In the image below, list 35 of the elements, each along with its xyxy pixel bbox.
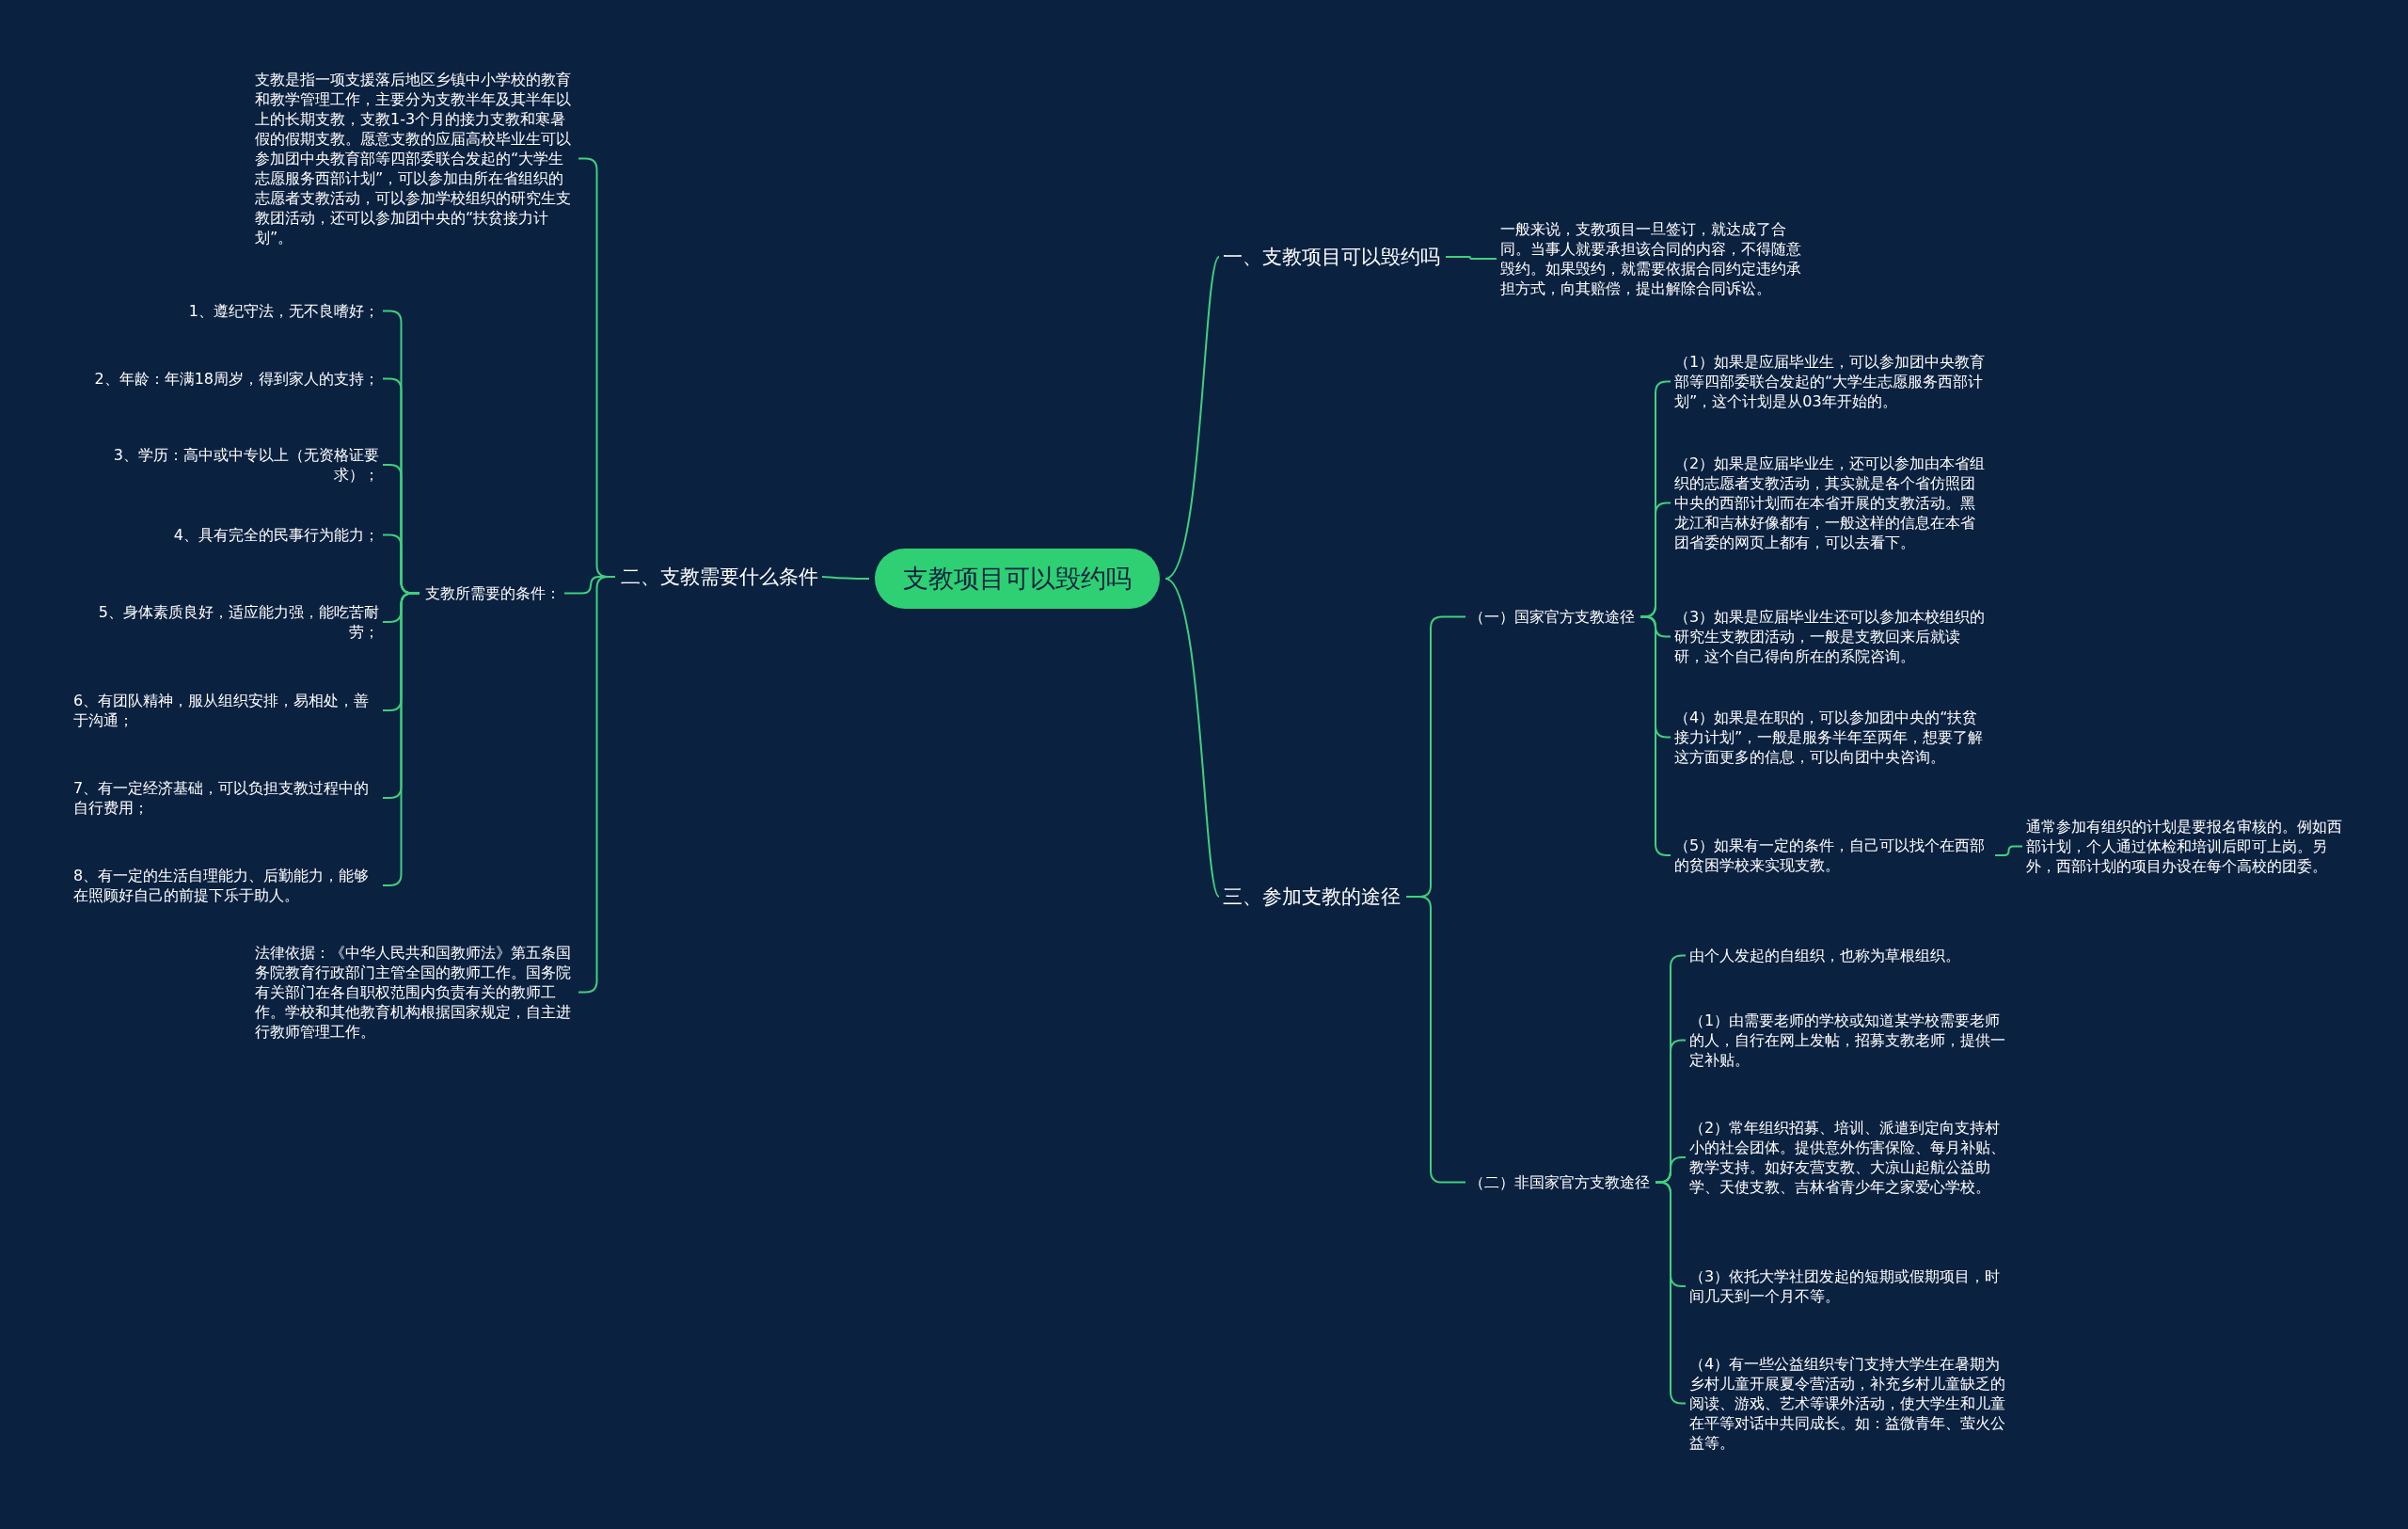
connector-line — [821, 576, 870, 580]
branch-topic: 二、支教需要什么条件 — [621, 564, 818, 590]
list-item: 由个人发起的自组织，也称为草根组织。 — [1689, 946, 2009, 965]
list-item: （5）如果有一定的条件，自己可以找个在西部的贫困学校来实现支教。 — [1674, 836, 1989, 875]
list-item: 2、年龄：年满18周岁，得到家人的支持； — [73, 369, 379, 389]
list-item: 7、有一定经济基础，可以负担支教过程中的自行费用； — [73, 778, 379, 818]
list-item: （2）常年组织招募、培训、派遣到定向支持村小的社会团体。提供意外伤害保险、每月补贴、教学支持。如好友营支教、大凉山起航公益助学、天使支教、吉林省青少年之家爱心学校。 — [1689, 1118, 2009, 1197]
list-item: （4）如果是在职的，可以参加团中央的“扶贫接力计划”，一般是服务半年至两年，想要了解这方面更多的信息，可以向团中央咨询。 — [1674, 708, 1989, 767]
connector-line — [1445, 256, 1497, 260]
connector-line — [1994, 845, 2023, 856]
list-item: （3）如果是应届毕业生还可以参加本校组织的研究生支教团活动，一般是支教回来后就读研，这个自己得向所在的系院咨询。 — [1674, 607, 1989, 666]
note-text: 法律依据：《中华人民共和国教师法》第五条国务院教育行政部门主管全国的教师工作。国务院有关部门在各自职权范围内负责有关的教师工作。学校和其他教育机构根据国家规定，自主进行教师管理工作。 — [255, 943, 575, 1042]
list-item: 6、有团队精神，服从组织安排，易相处，善于沟通； — [73, 691, 379, 730]
list-item: （2）如果是应届毕业生，还可以参加由本省组织的志愿者支教活动，其实就是各个省仿照团中央的西部计划而在本省开展的支教活动。黑龙江和吉林好像都有，一般这样的信息在本省团省委的网页上都有，可以去看下。 — [1674, 454, 1989, 552]
note-text: 一般来说，支教项目一旦签订，就达成了合同。当事人就要承担该合同的内容，不得随意毁约。如果毁约，就需要依据合同约定违约承担方式，向其赔偿，提出解除合同诉讼。 — [1500, 219, 1815, 298]
list-item: 3、学历：高中或中专以上（无资格证要求）； — [73, 445, 379, 485]
list-item: 8、有一定的生活自理能力、后勤能力，能够在照顾好自己的前提下乐于助人。 — [73, 866, 379, 905]
list-item: （4）有一些公益组织专门支持大学生在暑期为乡村儿童开展夏令营活动，补充乡村儿童缺乏的阅读、游戏、艺术等课外活动，使大学生和儿童在平等对话中共同成长。如：益微青年、萤火公益等。 — [1689, 1354, 2009, 1453]
branch-topic: 一、支教项目可以毁约吗 — [1223, 244, 1440, 270]
list-item: 4、具有完全的民事行为能力； — [73, 525, 379, 545]
list-item: （3）依托大学社团发起的短期或假期项目，时间几天到一个月不等。 — [1689, 1266, 2009, 1306]
central-topic: 支教项目可以毁约吗 — [875, 549, 1160, 609]
list-item: （1）由需要老师的学校或知道某学校需要老师的人，自行在网上发帖，招募支教老师，提供一定补贴。 — [1689, 1011, 2009, 1070]
list-item: 1、遵纪守法，无不良嗜好； — [73, 301, 379, 321]
subtopic-label: （二）非国家官方支教途径 — [1469, 1172, 1650, 1192]
subtopic-label: （一）国家官方支教途径 — [1469, 607, 1635, 627]
subtopic-label: 支教所需要的条件： — [425, 583, 561, 603]
branch-topic: 三、参加支教的途径 — [1223, 884, 1401, 910]
connector-line — [1405, 896, 1466, 1184]
connector-line — [1164, 256, 1220, 580]
connector-line — [1164, 578, 1220, 898]
list-item: （1）如果是应届毕业生，可以参加团中央教育部等四部委联合发起的“大学生志愿服务西部计划”，这个计划是从03年开始的。 — [1674, 352, 1989, 411]
list-item: 5、身体素质良好，适应能力强，能吃苦耐劳； — [73, 602, 379, 642]
note-text: 支教是指一项支援落后地区乡镇中小学校的教育和教学管理工作，主要分为支教半年及其半年以上的长期支教，支教1-3个月的接力支教和寒暑假的假期支教。愿意支教的应届高校毕业生可以参加团中央教育部等四部委联合发起的“大学生志愿服务西部计划”，可以参加由所在省组织的志愿者支教活动，可以参加学校组织的研究生支教团活动，还可以参加团中央的“扶贫接力计划”。 — [255, 70, 575, 247]
note-text: 通常参加有组织的计划是要报名审核的。例如西部计划，个人通过体检和培训后即可上岗。另外，西部计划的项目办设在每个高校的团委。 — [2026, 817, 2346, 876]
